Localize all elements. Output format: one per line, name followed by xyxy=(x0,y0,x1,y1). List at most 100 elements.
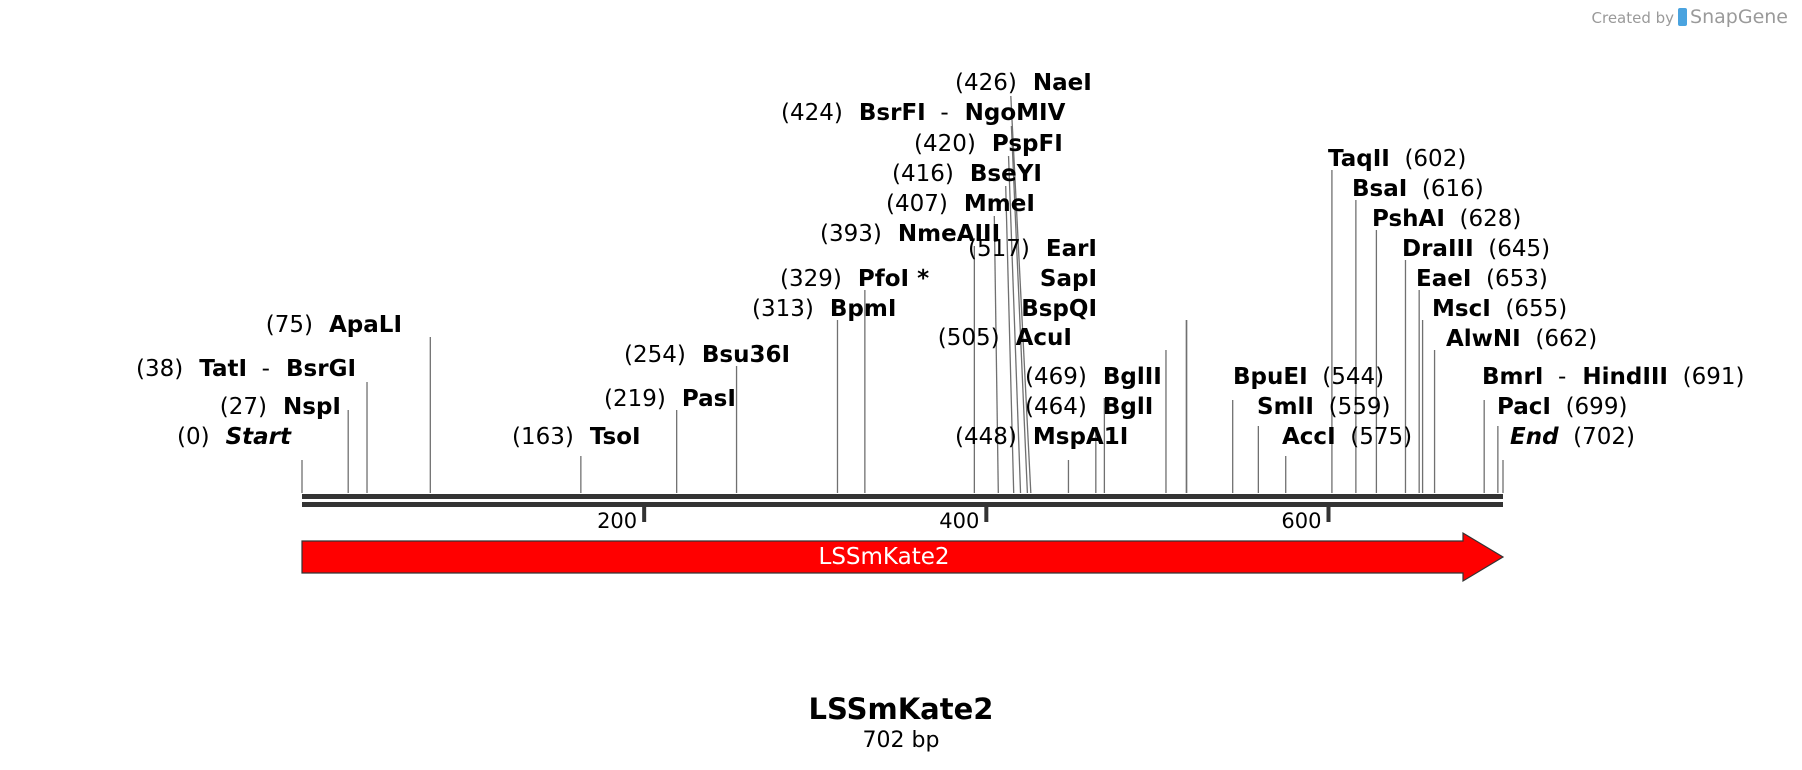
site-label-text-bsrfi: (424) BsrFI - NgoMIV xyxy=(781,100,1066,126)
site-label-text-end: End (702) xyxy=(1510,424,1635,450)
site-position-tati: (38) xyxy=(136,356,183,382)
site-label-pasi[interactable]: (219) PasI xyxy=(604,386,736,412)
site-name-acui: AcuI xyxy=(1000,325,1072,351)
site-label-bsai[interactable]: BsaI (616) xyxy=(1352,176,1484,202)
site-label-draiii[interactable]: DraIII (645) xyxy=(1402,236,1550,262)
site-position-bsu36i: (254) xyxy=(624,342,686,368)
site-label-sapi[interactable]: SapI xyxy=(1040,266,1097,292)
site-label-start[interactable]: (0) Start xyxy=(177,424,292,450)
site-label-bmri[interactable]: BmrI - HindIII (691) xyxy=(1482,364,1744,390)
site-label-taqii[interactable]: TaqII (602) xyxy=(1328,146,1466,172)
site-position-acci: (575) xyxy=(1336,424,1412,450)
backbone-top-strand xyxy=(302,494,1503,499)
site-name-bsai: BsaI xyxy=(1352,176,1407,202)
site-label-smli[interactable]: SmlI (559) xyxy=(1257,394,1390,420)
feature-arrow[interactable] xyxy=(301,531,1505,583)
site-position-acui: (505) xyxy=(938,325,1000,351)
site-label-text-pfoi: (329) PfoI * xyxy=(780,266,929,292)
site-name-pspfi: PspFI xyxy=(976,131,1063,157)
site-position-bpmi: (313) xyxy=(752,296,814,322)
site-label-text-eari: (517) EarI xyxy=(968,236,1097,262)
site-label-apali[interactable]: (75) ApaLI xyxy=(266,312,402,338)
site-label-text-paci: PacI (699) xyxy=(1497,394,1627,420)
site-label-bsrfi[interactable]: (424) BsrFI - NgoMIV xyxy=(781,100,1066,126)
site-position-mspa1i: (448) xyxy=(955,424,1017,450)
site-label-text-msci: MscI (655) xyxy=(1432,296,1567,322)
site-name-bpmi: BpmI xyxy=(814,296,897,322)
site-position-bsrfi: (424) xyxy=(781,100,843,126)
site-name-acci: AccI xyxy=(1282,424,1336,450)
site-position-eari: (517) xyxy=(968,236,1030,262)
site-lines xyxy=(301,95,1504,494)
site-position-nspi: (27) xyxy=(220,394,267,420)
site-name-nspi: NspI xyxy=(267,394,341,420)
site-label-bpuei[interactable]: BpuEI (544) xyxy=(1233,364,1384,390)
site-label-text-pasi: (219) PasI xyxy=(604,386,736,412)
site-separator: - xyxy=(247,356,270,382)
site-label-text-mmei: (407) MmeI xyxy=(886,191,1035,217)
site-label-nmeaiii[interactable]: (393) NmeAIII xyxy=(820,221,1000,247)
site-position-bmri: (691) xyxy=(1668,364,1744,390)
site-position-msci: (655) xyxy=(1491,296,1567,322)
site-name-eari: EarI xyxy=(1030,236,1097,262)
site-name-pasi: PasI xyxy=(666,386,736,412)
site-name-bspqi: BspQI xyxy=(1021,296,1097,322)
site-label-eari[interactable]: (517) EarI xyxy=(968,236,1097,262)
site-label-bpmi[interactable]: (313) BpmI xyxy=(752,296,896,322)
site-name-naei: NaeI xyxy=(1017,70,1092,96)
site-label-bspqi[interactable]: BspQI xyxy=(1021,296,1097,322)
site-name-bsrfi: BsrFI xyxy=(843,100,926,126)
site-label-text-smli: SmlI (559) xyxy=(1257,394,1390,420)
site-name-bglii: BglII xyxy=(1087,364,1162,390)
site-label-paci[interactable]: PacI (699) xyxy=(1497,394,1627,420)
site-separator: - xyxy=(926,100,949,126)
site-label-mspa1i[interactable]: (448) MspA1I xyxy=(955,424,1128,450)
site-label-end[interactable]: End (702) xyxy=(1510,424,1635,450)
site-label-text-alwni: AlwNI (662) xyxy=(1446,326,1597,352)
site-label-text-acci: AccI (575) xyxy=(1282,424,1412,450)
site-line-bsrfi xyxy=(1010,125,1029,494)
site-label-text-bsu36i: (254) Bsu36I xyxy=(624,342,790,368)
site-position-pshai: (628) xyxy=(1445,206,1521,232)
site-label-text-bgli: (464) BglI xyxy=(1025,394,1153,420)
site-position-bgli: (464) xyxy=(1025,394,1087,420)
site-label-eaei[interactable]: EaeI (653) xyxy=(1416,266,1548,292)
site-label-msci[interactable]: MscI (655) xyxy=(1432,296,1567,322)
site-label-text-naei: (426) NaeI xyxy=(955,70,1092,96)
site-name-start: Start xyxy=(210,424,292,450)
site-label-tati[interactable]: (38) TatI - BsrGI xyxy=(136,356,356,382)
site-label-pspfi[interactable]: (420) PspFI xyxy=(914,131,1063,157)
site-label-bseyi[interactable]: (416) BseYI xyxy=(892,161,1042,187)
site-label-bsu36i[interactable]: (254) Bsu36I xyxy=(624,342,790,368)
site-label-mmei[interactable]: (407) MmeI xyxy=(886,191,1035,217)
backbone-bottom-strand xyxy=(302,502,1503,507)
site-label-text-draiii: DraIII (645) xyxy=(1402,236,1550,262)
site-name-bmri: BmrI xyxy=(1482,364,1543,390)
site-position-tsoi: (163) xyxy=(512,424,574,450)
site-label-nspi[interactable]: (27) NspI xyxy=(220,394,341,420)
site-label-naei[interactable]: (426) NaeI xyxy=(955,70,1092,96)
site-name-sapi: SapI xyxy=(1040,266,1097,292)
site-label-pfoi[interactable]: (329) PfoI * xyxy=(780,266,929,292)
site-label-tsoi[interactable]: (163) TsoI xyxy=(512,424,641,450)
site-label-text-start: (0) Start xyxy=(177,424,292,450)
site-name-mspa1i: MspA1I xyxy=(1017,424,1128,450)
site-label-bglii[interactable]: (469) BglII xyxy=(1025,364,1162,390)
site-label-alwni[interactable]: AlwNI (662) xyxy=(1446,326,1597,352)
site-line-naei xyxy=(1010,95,1032,494)
site-label-acui[interactable]: (505) AcuI xyxy=(938,325,1072,351)
site-name-end: End xyxy=(1510,424,1559,450)
site-name-pshai: PshAI xyxy=(1372,206,1445,232)
site-label-bgli[interactable]: (464) BglI xyxy=(1025,394,1153,420)
site-position-start: (0) xyxy=(177,424,210,450)
site-name-tati: TatI xyxy=(183,356,247,382)
feature-arrow-group[interactable]: LSSmKate2 xyxy=(301,531,1505,583)
site-label-pshai[interactable]: PshAI (628) xyxy=(1372,206,1521,232)
site-name-bpuei: BpuEI xyxy=(1233,364,1308,390)
site-position-end: (702) xyxy=(1559,424,1635,450)
site-name-eaei: EaeI xyxy=(1416,266,1471,292)
site-label-acci[interactable]: AccI (575) xyxy=(1282,424,1412,450)
